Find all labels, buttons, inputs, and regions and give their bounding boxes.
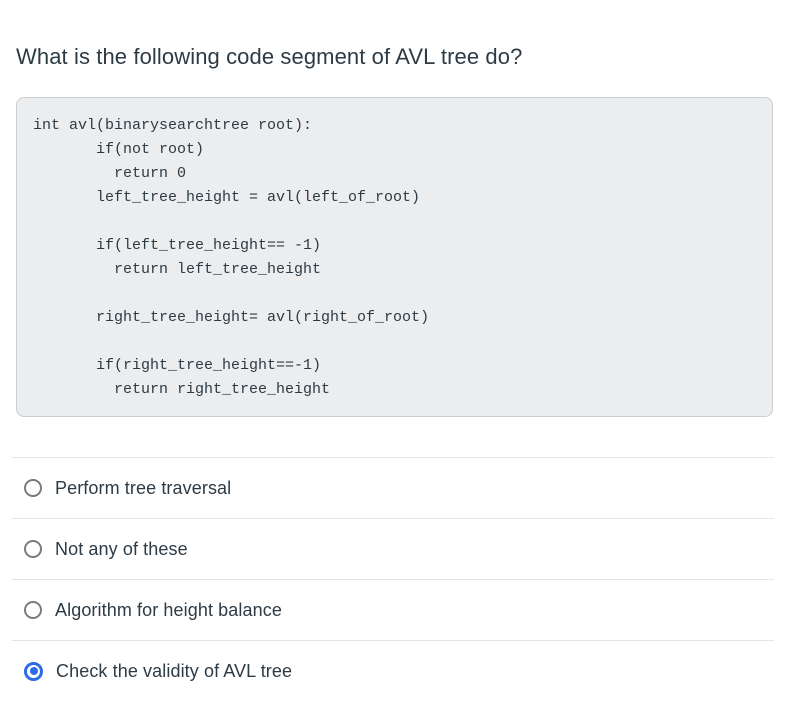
radio-button-icon[interactable]	[24, 540, 42, 558]
radio-button-icon[interactable]	[24, 479, 42, 497]
quiz-question-page: What is the following code segment of AV…	[0, 44, 800, 712]
radio-button-icon[interactable]	[24, 601, 42, 619]
answer-option-label: Not any of these	[55, 538, 188, 559]
radio-button-icon[interactable]	[24, 661, 43, 681]
answer-option[interactable]: Algorithm for height balance	[12, 579, 774, 640]
question-title: What is the following code segment of AV…	[16, 44, 523, 69]
answer-options-list: Perform tree traversal Not any of these …	[12, 457, 774, 701]
code-content: int avl(binarysearchtree root): if(not r…	[33, 117, 430, 398]
answer-option[interactable]: Perform tree traversal	[12, 457, 774, 518]
code-block: int avl(binarysearchtree root): if(not r…	[16, 97, 773, 417]
answer-option[interactable]: Check the validity of AVL tree	[12, 640, 774, 701]
answer-option-label: Perform tree traversal	[55, 477, 232, 498]
answer-option-label: Algorithm for height balance	[55, 599, 282, 620]
answer-option[interactable]: Not any of these	[12, 518, 774, 579]
answer-option-label: Check the validity of AVL tree	[56, 660, 293, 681]
